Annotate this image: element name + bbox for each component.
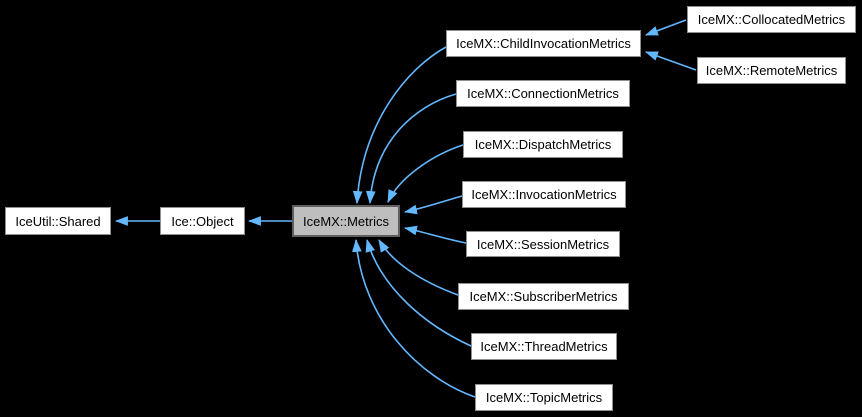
edge-session-to-metrics xyxy=(403,225,467,244)
node-ice-object[interactable]: Ice::Object xyxy=(160,207,245,235)
node-icemx-metrics: IceMX::Metrics xyxy=(292,205,400,237)
node-icemx-dispatchmetrics[interactable]: IceMX::DispatchMetrics xyxy=(463,131,623,158)
edge-thread-to-metrics xyxy=(365,238,472,347)
node-icemx-collocatedmetrics[interactable]: IceMX::CollocatedMetrics xyxy=(687,6,856,33)
edge-dispatch-to-metrics xyxy=(387,144,464,203)
node-icemx-childinvocationmetrics[interactable]: IceMX::ChildInvocationMetrics xyxy=(446,30,641,57)
edge-childinvocation-to-metrics xyxy=(352,46,447,205)
node-icemx-subscribermetrics[interactable]: IceMX::SubscriberMetrics xyxy=(458,283,629,310)
edge-subscriber-to-metrics xyxy=(378,239,459,296)
edge-remote-to-childinvocation xyxy=(644,51,697,71)
edge-collocated-to-childinvocation xyxy=(644,19,687,36)
node-icemx-topicmetrics[interactable]: IceMX::TopicMetrics xyxy=(475,384,613,411)
edge-connection-to-metrics xyxy=(365,93,457,205)
node-icemx-sessionmetrics[interactable]: IceMX::SessionMetrics xyxy=(466,231,620,257)
edge-invocation-to-metrics xyxy=(403,195,463,215)
node-icemx-connectionmetrics[interactable]: IceMX::ConnectionMetrics xyxy=(456,80,630,107)
edge-topic-to-metrics xyxy=(352,238,476,398)
node-icemx-remotemetrics[interactable]: IceMX::RemoteMetrics xyxy=(697,57,846,84)
node-icemx-threadmetrics[interactable]: IceMX::ThreadMetrics xyxy=(471,333,617,360)
node-iceutil-shared[interactable]: IceUtil::Shared xyxy=(5,207,111,235)
node-icemx-invocationmetrics[interactable]: IceMX::InvocationMetrics xyxy=(462,181,626,208)
